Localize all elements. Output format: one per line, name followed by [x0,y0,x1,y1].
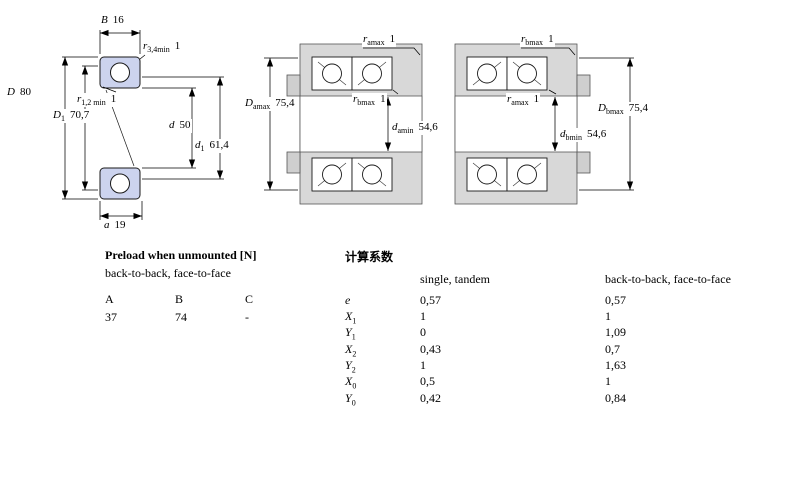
factor-value: 1,09 [605,325,626,340]
bearing-cross-section [61,29,224,220]
factor-label-Y2: Y2 [345,358,356,375]
preload-table: Preload when unmounted [N] back-to-back,… [105,248,315,325]
factor-value: 0,57 [420,292,441,307]
factor-value: 0,42 [420,390,441,405]
mounting-arrangement-1 [264,43,423,205]
factor-value: 0,84 [605,390,626,405]
factor-label-X2: X2 [345,341,357,359]
col-header-back-to-back: back-to-back, face-to-face [605,272,731,286]
factor-value: 1,63 [605,358,626,373]
factor-label-X0: X0 [345,374,357,391]
factor-value: 0,57 [605,292,626,307]
factor-value: 1 [605,308,611,323]
preload-value-A: 37 [105,310,117,324]
mounting-arrangement-2 [454,43,634,205]
technical-drawing [61,29,634,220]
col-header-single-tandem: single, tandem [420,272,490,286]
factor-value: 0,5 [420,374,435,389]
factor-value: 1 [420,358,426,373]
factor-value: 0,43 [420,341,441,356]
preload-col-header-C: C [245,292,254,306]
preload-title: Preload when unmounted [N] [105,248,257,262]
factor-label-Y1: Y1 [345,325,356,342]
preload-col-header-B: B [175,292,184,306]
preload-col-header-A: A [105,292,114,306]
factor-value: 1 [420,308,426,323]
spacer [345,272,420,293]
preload-value-B: 74 [175,310,187,324]
factors-title: 计算系数 [345,250,394,264]
factor-label-X1: X1 [345,308,357,326]
factor-value: 0,7 [605,341,620,356]
preload-subtitle: back-to-back, face-to-face [105,266,231,280]
preload-value-C: - [245,310,249,324]
factor-label-Y0: Y0 [345,390,356,408]
factor-value: 1 [605,374,611,389]
calculation-factors-table: 计算系数 single, tandem back-to-back, face-t… [345,248,800,407]
factor-label-e: e [345,292,351,307]
factor-value: 0 [420,325,426,340]
